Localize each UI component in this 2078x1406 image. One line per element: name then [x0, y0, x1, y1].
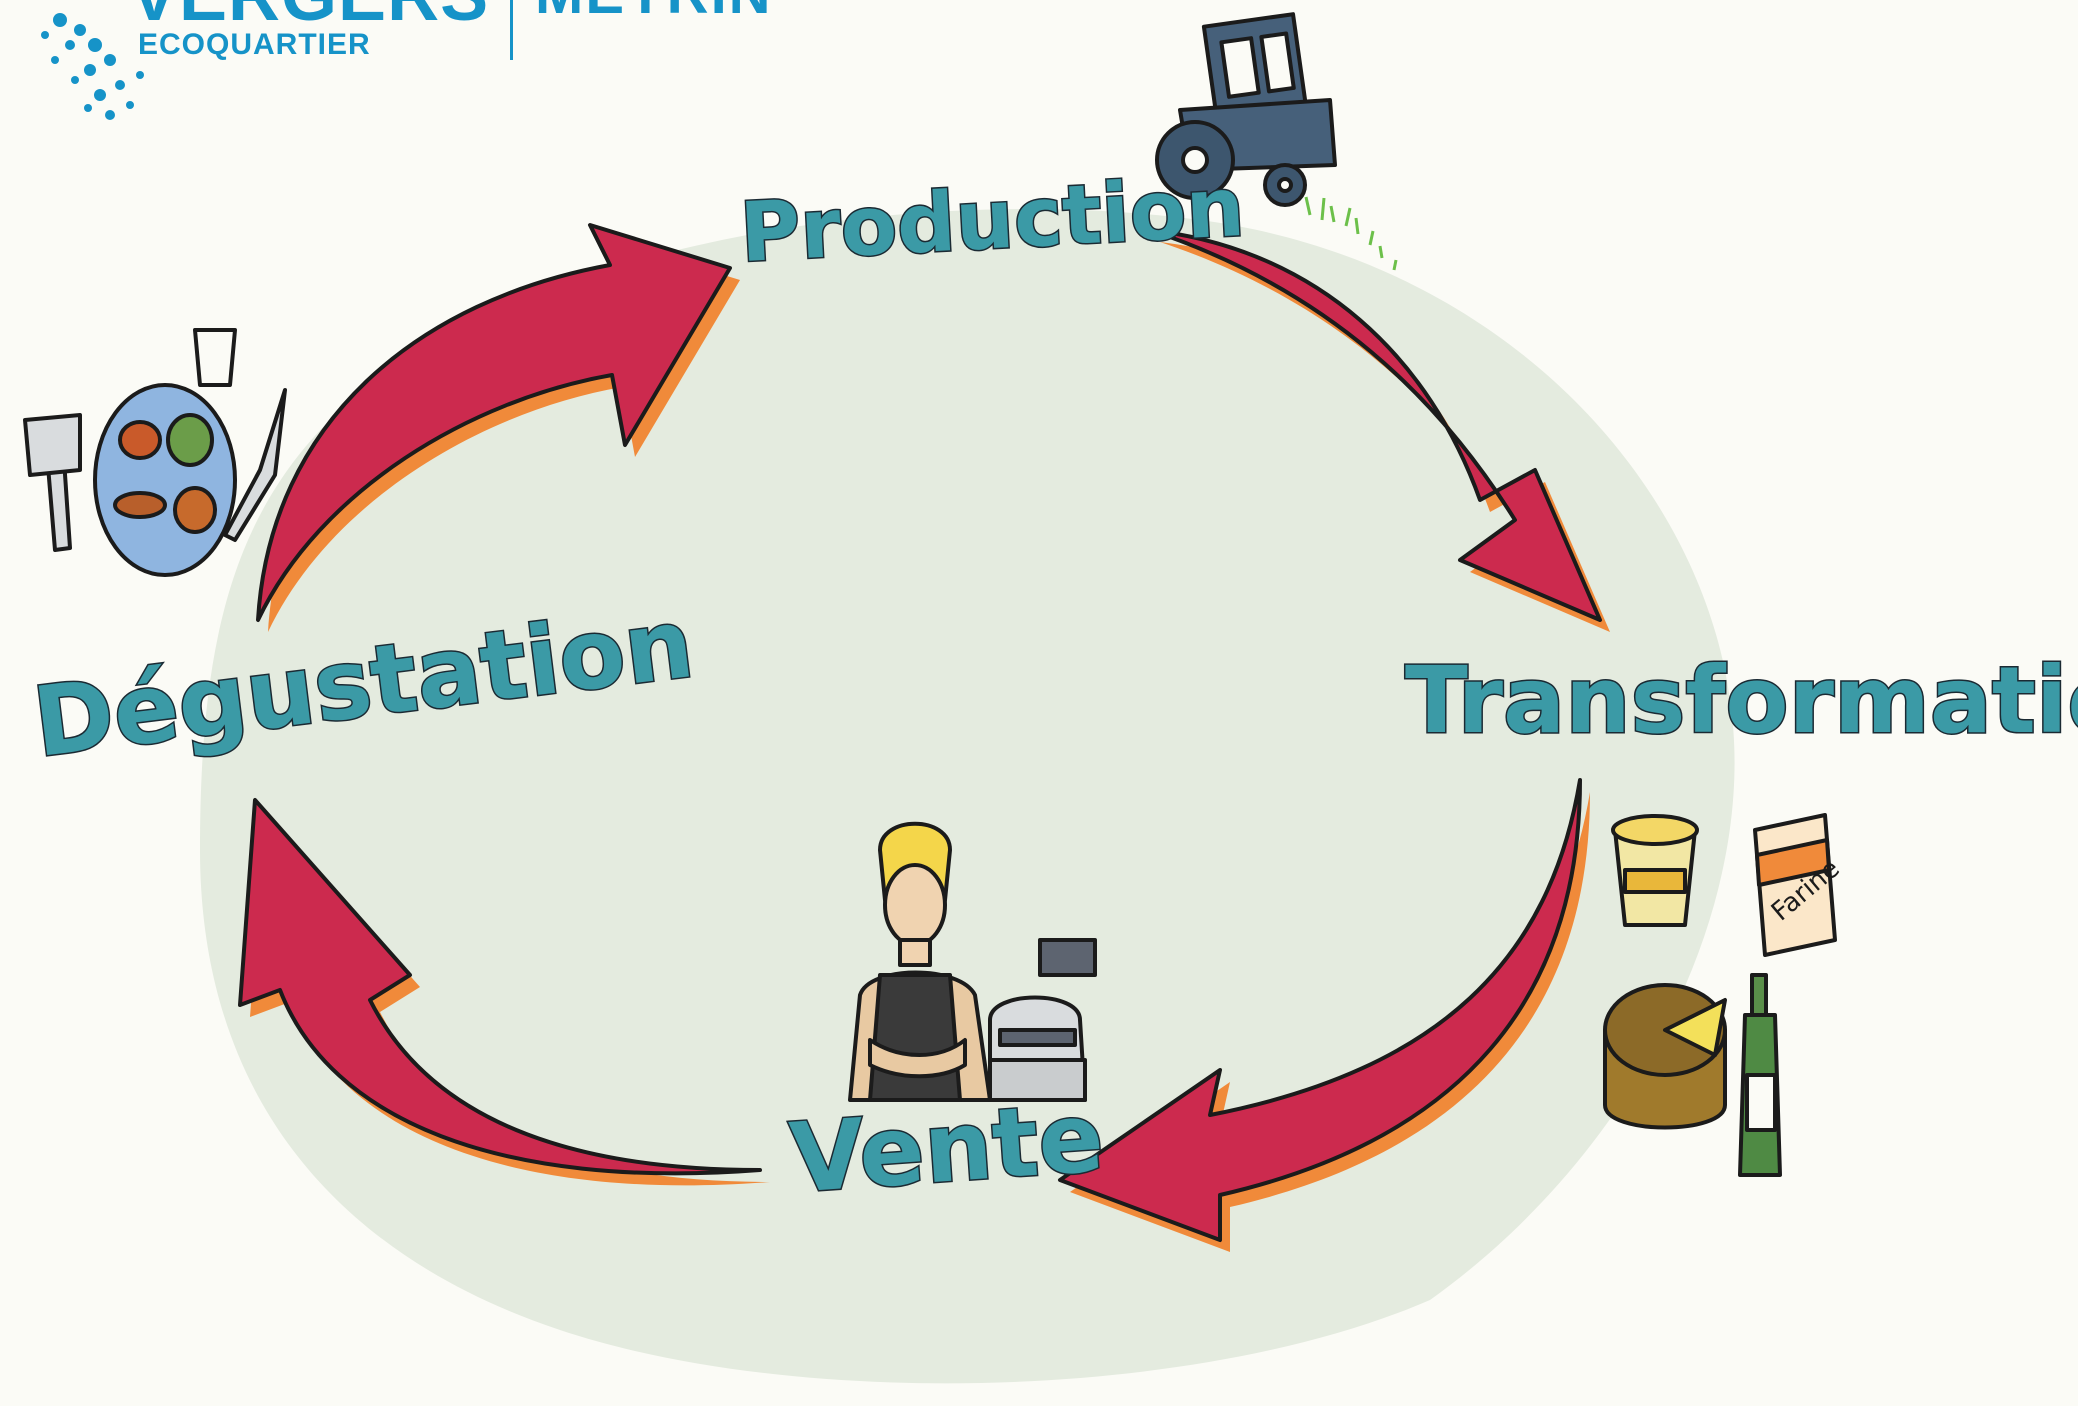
flour-bag-icon: Farine	[1753, 813, 1846, 957]
tractor-icon	[1155, 12, 1337, 207]
glass-icon	[193, 328, 237, 387]
yogurt-icon	[1611, 814, 1699, 927]
logo: VERGERS ECOQUARTIER MEYRIN	[20, 0, 840, 140]
meal-plate-icon	[23, 328, 287, 577]
cash-register-icon	[988, 938, 1097, 1102]
knife-icon	[223, 388, 287, 542]
food-products-icon: Farine	[1603, 813, 1846, 1177]
logo-main-text: VERGERS	[130, 0, 489, 32]
logo-city-text: MEYRIN	[535, 0, 773, 27]
stage-label-transformation: Transformation	[1403, 647, 2078, 754]
shopkeeper-icon	[848, 821, 992, 1102]
arrow-production-to-transformation	[1148, 228, 1610, 632]
logo-divider	[510, 0, 513, 60]
arrow-degustation-to-production	[256, 223, 740, 632]
grass-icon	[1304, 196, 1398, 271]
fork-icon	[23, 413, 82, 552]
arrow-transformation-to-vente	[1058, 778, 1590, 1252]
stage-label-vente: Vente	[785, 1080, 1109, 1217]
cheese-icon	[1603, 983, 1727, 1130]
arrow-vente-to-degustation	[238, 798, 770, 1186]
logo-sub-text: ECOQUARTIER	[138, 28, 371, 61]
logo-symbol	[41, 13, 144, 120]
bottle-icon	[1738, 973, 1782, 1177]
